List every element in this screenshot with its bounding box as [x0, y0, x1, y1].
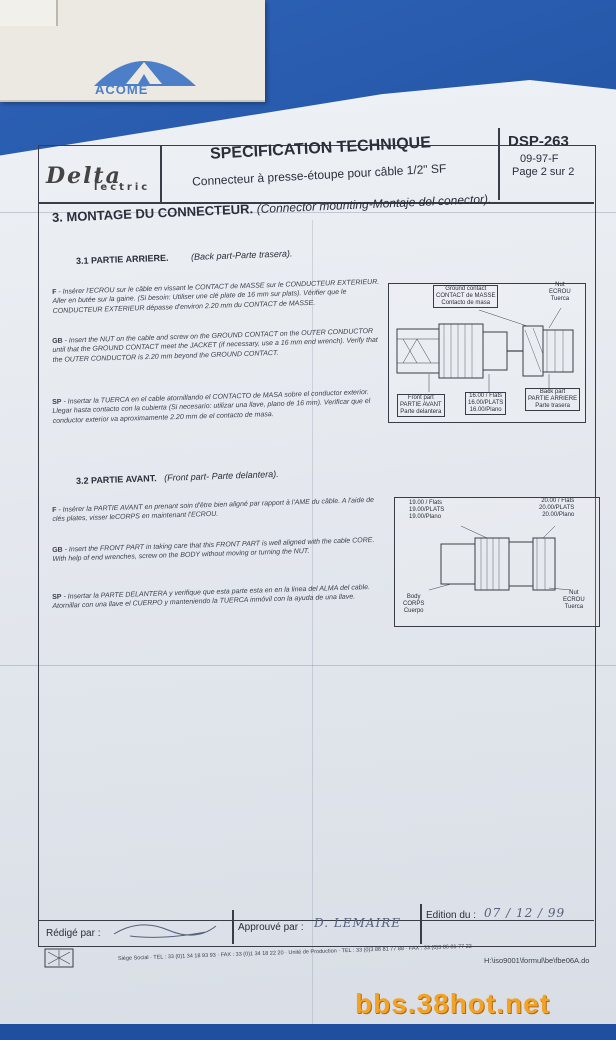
- delta-logo: Delta: [46, 163, 122, 189]
- redige-label: Rédigé par :: [46, 928, 101, 939]
- approuve-label: Approuvé par :: [238, 922, 304, 933]
- company-stamp-icon: [44, 948, 74, 968]
- footer-divider: [232, 910, 234, 944]
- header-divider: [160, 145, 162, 202]
- page-number: Page 2 sur 2: [512, 166, 575, 178]
- lang-label: F: [52, 506, 57, 514]
- acome-brand: ACOME: [95, 82, 149, 97]
- nut-label: Nut ECROU Tuerca: [549, 282, 571, 302]
- header-divider: [38, 202, 594, 204]
- lang-label: SP: [52, 593, 62, 601]
- document-code: DSP-263: [508, 133, 569, 150]
- nut-label: Nut ECROU Tuerca: [563, 590, 585, 610]
- flats20-label: 20.00 / Flats 20.00/PLATS 20.00/Plano: [539, 498, 575, 518]
- signature-icon: [113, 924, 217, 938]
- footer-divider: [420, 904, 422, 944]
- document-frame: [38, 145, 596, 947]
- acome-logo-icon: [94, 61, 196, 86]
- approver-signature: D. LEMAIRE: [314, 916, 402, 930]
- body-label: Body CORPS Cuerpo: [403, 594, 425, 614]
- edition-date: 07 / 12 / 99: [484, 906, 566, 920]
- specification-sheet: [0, 80, 616, 1024]
- connector-drawing-icon: [396, 307, 574, 392]
- fold-line: [0, 665, 616, 666]
- connector-diagram-front: 19.00 / Flats 19.00/PLATS 19.00/Plano 20…: [394, 497, 600, 627]
- flats19-label: 19.00 / Flats 19.00/PLATS 19.00/Plano: [409, 500, 445, 520]
- front-part-label: Front part PARTIE AVANT Parte delantera: [397, 394, 445, 417]
- connector-drawing-icon: [428, 525, 572, 591]
- back-part-label: Back part PARTIE ARRIERE Parte trasera: [525, 388, 581, 411]
- watermark: bbs.38hot.net: [355, 988, 551, 1019]
- box-flap: [0, 0, 58, 26]
- lang-label: SP: [52, 398, 62, 406]
- flats16-label: 16.00 / Flats 16.00/PLATS 16.00/Plano: [465, 392, 507, 415]
- footer-divider: [38, 920, 594, 921]
- fold-line: [312, 220, 313, 1024]
- lang-label: F: [52, 288, 57, 296]
- file-path: H:\iso9001\formul\be\fbe06A.do: [484, 956, 590, 965]
- connector-diagram-back: Ground contact CONTACT de MASSE Contacto…: [388, 282, 586, 423]
- fold-line: [0, 212, 616, 213]
- ground-contact-label: Ground contact CONTACT de MASSE Contacto…: [433, 285, 499, 308]
- header-divider: [498, 128, 500, 200]
- delta-logo-sub: lectric: [94, 182, 151, 193]
- lang-label: GB: [52, 546, 63, 554]
- document-revision: 09-97-F: [520, 153, 559, 165]
- edition-label: Edition du :: [426, 910, 477, 921]
- lang-label: GB: [52, 337, 63, 345]
